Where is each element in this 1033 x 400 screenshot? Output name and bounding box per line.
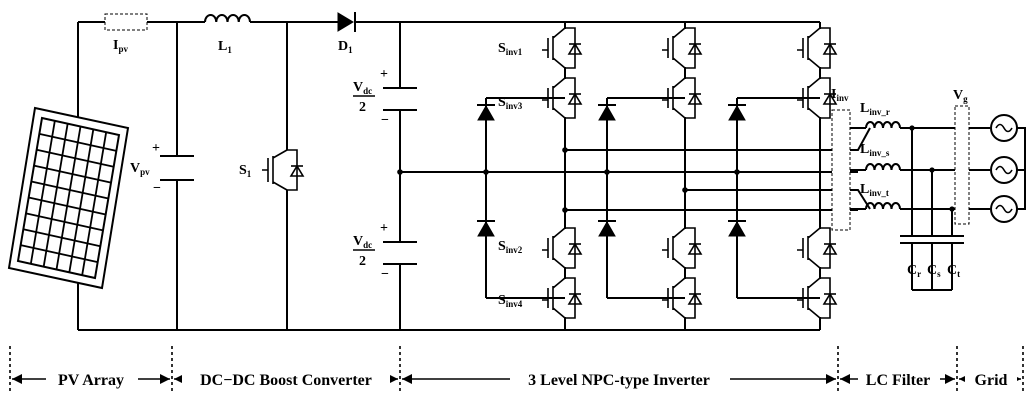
s1-switch [262, 149, 305, 191]
dc-link-capacitors [383, 87, 417, 265]
vpv-capacitor [160, 155, 194, 181]
sinv2-label: Sinv2 [498, 239, 523, 255]
grid-sources [990, 114, 1026, 223]
vdc-bottom-denominator: 2 [359, 254, 366, 269]
component-labels: Ipv L1 D1 + Vpv − S1 + Vdc 2 − + Vdc 2 −… [113, 38, 968, 309]
vdc-top-denominator: 2 [359, 100, 366, 115]
dc-rails [77, 21, 858, 331]
section-lc-filter: LC Filter [866, 372, 930, 389]
vg-label: Vg [953, 88, 968, 104]
vdc-top-label: Vdc [353, 80, 372, 96]
pv-panel-icon [7, 106, 130, 290]
vdc-bottom-plus: + [380, 221, 388, 236]
igbt-switch-icon [797, 227, 838, 269]
vdc-bottom-minus: − [381, 267, 389, 282]
clamping-diodes [477, 104, 746, 237]
vdc-top-minus: − [381, 113, 389, 128]
section-npc-inverter: 3 Level NPC-type Inverter [528, 372, 710, 389]
ac-source-icon [990, 195, 1018, 223]
igbt-switch-icon [542, 27, 583, 69]
junction-dots [397, 147, 740, 213]
d1-label: D1 [338, 39, 353, 55]
sinv3-label: Sinv3 [498, 95, 523, 111]
iinv-label: Iinv [831, 87, 849, 103]
vdc-top-plus: + [380, 67, 388, 82]
clamp-wiring [485, 97, 871, 299]
vpv-label: Vpv [130, 161, 150, 177]
linv-r-label: Linv_r [860, 101, 890, 117]
section-bar: PV Array DC−DC Boost Converter 3 Level N… [9, 346, 1024, 394]
cs-label: Cs [927, 263, 941, 279]
sinv1-label: Sinv1 [498, 41, 523, 57]
section-grid: Grid [975, 372, 1008, 389]
igbt-switch-icon [542, 227, 583, 269]
sinv4-label: Sinv4 [498, 293, 523, 309]
s1-label: S1 [239, 163, 252, 179]
ipv-label: Ipv [113, 38, 128, 54]
vpv-plus: + [152, 141, 160, 156]
cr-label: Cr [907, 263, 921, 279]
ac-source-icon [990, 156, 1018, 184]
igbt-switch-icon [797, 27, 838, 69]
l1-inductor [204, 13, 251, 23]
vpv-minus: − [153, 181, 161, 196]
igbt-switch-icon [662, 227, 703, 269]
vdc-bottom-label: Vdc [353, 234, 372, 250]
ipv-sensor-box [104, 13, 148, 31]
iinv-sensor-box [831, 109, 851, 231]
linv-s-label: Linv_s [860, 142, 890, 158]
linv-t-label: Linv_t [860, 182, 889, 198]
output-filter [850, 121, 990, 291]
d1-diode [337, 12, 356, 32]
ct-label: Ct [947, 263, 960, 279]
ac-source-icon [990, 114, 1018, 142]
l1-label: L1 [218, 39, 232, 55]
section-dc-dc-boost: DC−DC Boost Converter [200, 372, 372, 389]
igbt-switch-icon [662, 27, 703, 69]
section-pv-array: PV Array [58, 372, 124, 389]
vg-sensor-box [954, 105, 970, 225]
